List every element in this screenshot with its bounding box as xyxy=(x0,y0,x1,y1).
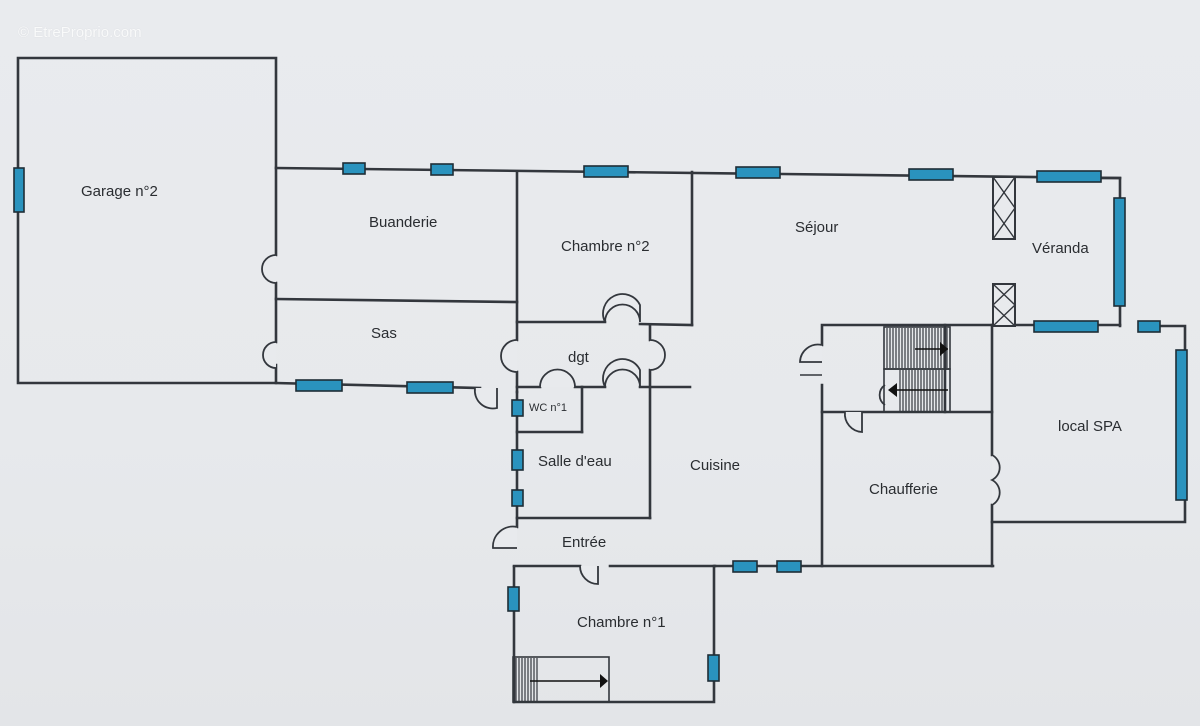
label-garage: Garage n°2 xyxy=(81,183,158,200)
door-salle-eau xyxy=(602,358,641,388)
window xyxy=(735,166,781,179)
door-entree xyxy=(492,525,518,549)
label-cuisine: Cuisine xyxy=(690,457,740,474)
label-wc: WC n°1 xyxy=(529,402,567,414)
label-sas: Sas xyxy=(371,325,397,342)
window xyxy=(406,381,454,394)
label-chaufferie: Chaufferie xyxy=(869,481,938,498)
window xyxy=(295,379,343,392)
window xyxy=(13,167,25,213)
garage-walls xyxy=(16,56,278,385)
door-chambre2 xyxy=(602,293,641,323)
label-chambre2: Chambre n°2 xyxy=(561,238,650,255)
window xyxy=(342,162,366,175)
label-local-spa: local SPA xyxy=(1058,418,1122,435)
door-garage-1 xyxy=(261,254,277,284)
ducts xyxy=(992,176,1016,327)
stair-arrow xyxy=(940,342,948,356)
window xyxy=(511,399,524,417)
window xyxy=(583,165,629,178)
staircase-up xyxy=(886,328,948,368)
door-chambre1 xyxy=(579,565,599,585)
window xyxy=(1036,170,1102,183)
window xyxy=(507,586,520,612)
window xyxy=(1137,320,1161,333)
staircase-chambre1 xyxy=(515,658,538,701)
window xyxy=(1175,349,1188,501)
window xyxy=(707,654,720,682)
windows xyxy=(13,162,1188,682)
window xyxy=(908,168,954,181)
stair-outlines xyxy=(512,326,951,703)
label-veranda: Véranda xyxy=(1032,240,1089,257)
walls xyxy=(16,56,1187,704)
door-spa xyxy=(990,454,1001,506)
doors xyxy=(261,254,1001,585)
door-garage-2 xyxy=(262,341,277,369)
window xyxy=(511,489,524,507)
label-entree: Entrée xyxy=(562,534,606,551)
door-wc xyxy=(539,368,576,388)
label-sejour: Séjour xyxy=(795,219,838,236)
duct xyxy=(992,283,1016,327)
duct xyxy=(992,176,1016,240)
label-buanderie: Buanderie xyxy=(369,214,437,231)
label-salle-eau: Salle d'eau xyxy=(538,453,612,470)
label-chambre1: Chambre n°1 xyxy=(577,614,666,631)
label-dgt: dgt xyxy=(568,349,590,366)
room-labels: Garage n°2 Buanderie Chambre n°2 Séjour … xyxy=(81,183,1122,631)
door-sas xyxy=(473,387,498,410)
stair-arrow xyxy=(600,674,608,688)
window xyxy=(511,449,524,471)
window xyxy=(1033,320,1099,333)
watermark: © EtreProprio.com xyxy=(18,24,142,41)
door-chaufferie-2 xyxy=(844,411,863,433)
window xyxy=(1113,197,1126,307)
window xyxy=(732,560,758,573)
stair-arrow xyxy=(888,383,897,397)
door-dgt-left xyxy=(500,339,518,373)
door-chaufferie-1 xyxy=(799,343,823,363)
window xyxy=(430,163,454,176)
window xyxy=(776,560,802,573)
door-dgt-right xyxy=(649,339,666,371)
